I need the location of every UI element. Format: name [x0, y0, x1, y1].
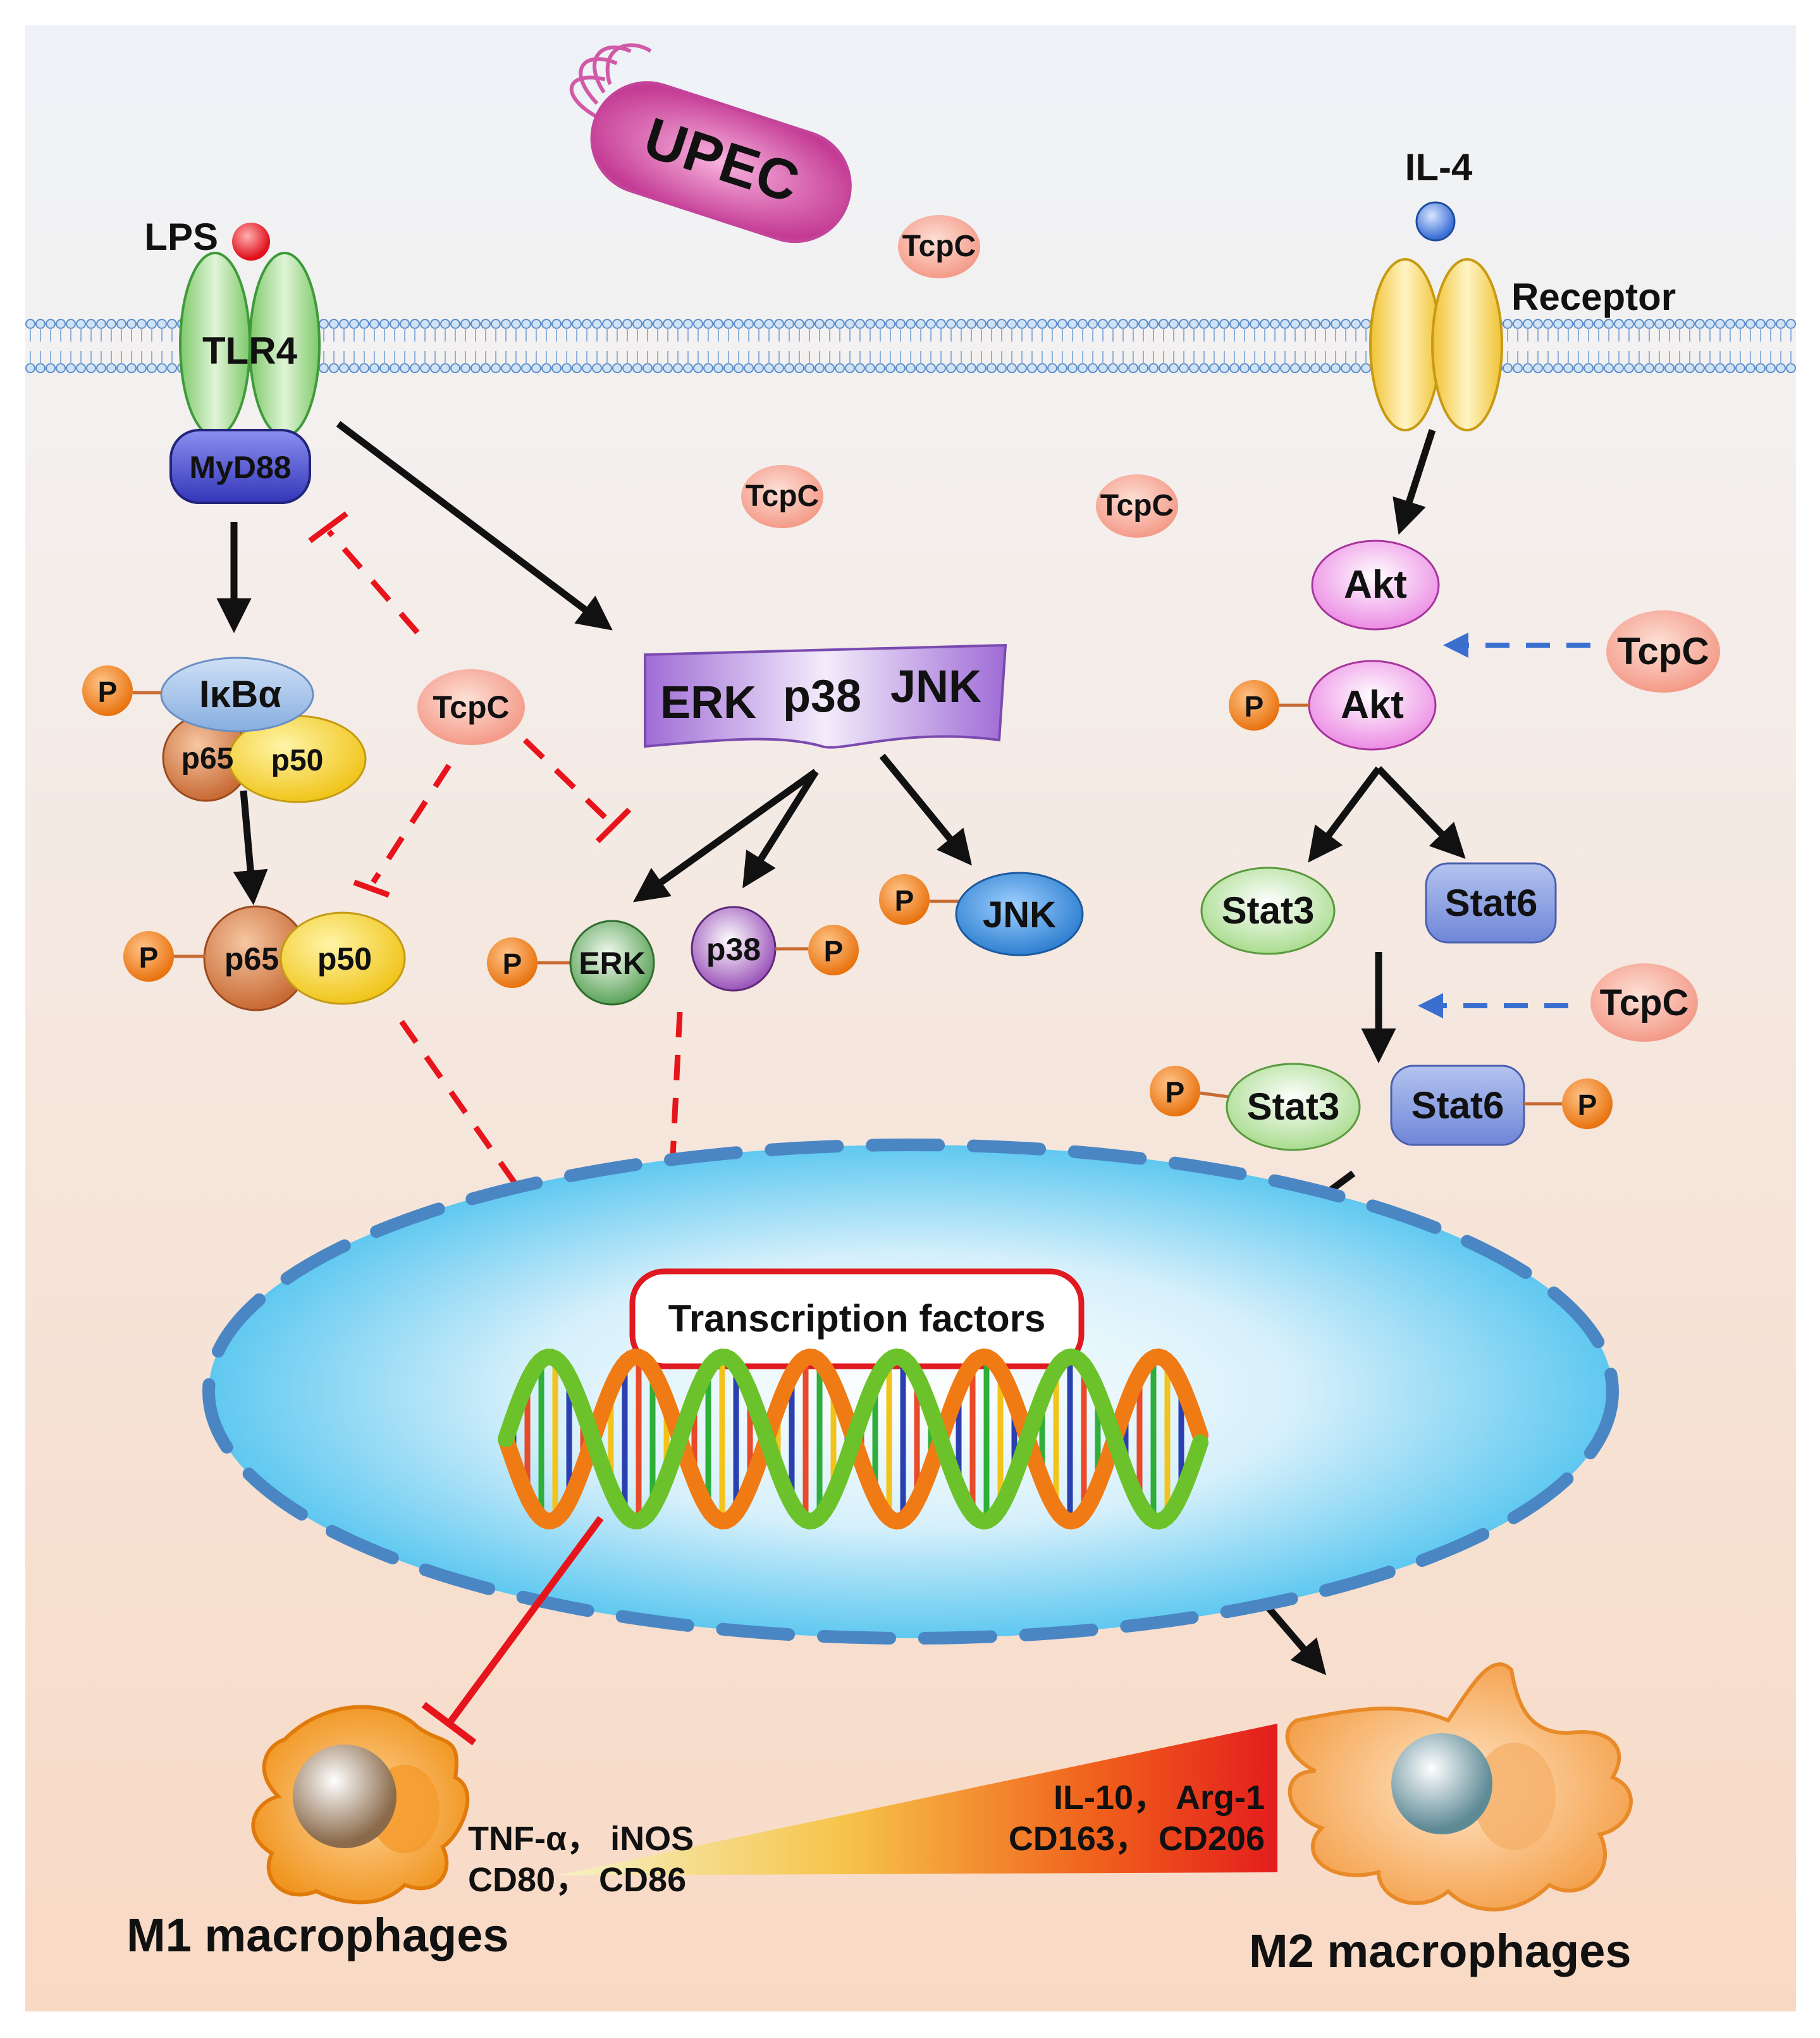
akt: Akt — [1311, 540, 1440, 631]
svg-text:p65: p65 — [181, 742, 234, 775]
svg-text:Stat3: Stat3 — [1222, 889, 1315, 932]
svg-text:Transcription factors: Transcription factors — [668, 1297, 1046, 1340]
p65p50-inhibits-tf — [399, 1020, 575, 1267]
lps-ligand — [232, 223, 270, 261]
phospho-stat6: Stat6 P — [1390, 1065, 1613, 1146]
tcpc-inhibits-myd88 — [326, 529, 420, 634]
m1-markers-line2: CD80， CD86 — [468, 1861, 686, 1899]
dna-inhibits-m1 — [421, 1516, 604, 1746]
m2-macrophage — [1285, 1662, 1633, 1911]
tcpc-akt: TcpC — [1606, 610, 1720, 693]
m2-markers-line1: IL-10， Arg-1 — [1054, 1779, 1265, 1817]
arrow-mapk-to-jnk — [879, 753, 972, 866]
svg-text:TcpC: TcpC — [746, 479, 819, 513]
svg-text:TcpC: TcpC — [433, 689, 509, 725]
myd88-adapter: MyD88 — [169, 429, 311, 504]
tcpc-stat: TcpC — [1590, 963, 1698, 1042]
arrow-mapk-to-p38 — [742, 770, 819, 889]
phospho-jnk: P JNK — [879, 872, 1084, 956]
upec-bacterium: UPEC — [569, 43, 852, 244]
svg-text:JNK: JNK — [983, 894, 1056, 936]
svg-text:p38: p38 — [706, 932, 761, 967]
arrow-ikba-to-p65p50 — [233, 790, 268, 905]
il4-ligand — [1415, 201, 1456, 242]
arrow-akt-to-stat6 — [1376, 766, 1466, 859]
svg-text:TcpC: TcpC — [1617, 630, 1709, 672]
tcpc-inhibition-lines — [326, 529, 683, 1267]
svg-text:Stat3: Stat3 — [1247, 1085, 1340, 1128]
ikba-complex: IκBα p65 p50 P — [82, 657, 367, 803]
nucleus — [202, 1139, 1619, 1645]
svg-text:P: P — [824, 935, 844, 968]
myd88-label: MyD88 — [189, 450, 291, 485]
svg-text:Akt: Akt — [1344, 563, 1407, 607]
svg-text:P: P — [503, 948, 522, 980]
stat3: Stat3 — [1200, 867, 1336, 955]
svg-text:P: P — [139, 941, 159, 974]
ikba-label: IκBα — [199, 673, 281, 715]
svg-text:TcpC: TcpC — [1600, 982, 1689, 1023]
svg-text:p65: p65 — [224, 941, 279, 977]
m2-label: M2 macrophages — [1249, 1925, 1632, 1977]
receptor-label: Receptor — [1511, 276, 1676, 318]
svg-text:Stat6: Stat6 — [1445, 882, 1538, 924]
phospho-akt: Akt P — [1229, 660, 1437, 751]
mapk-complex: ERK p38 JNK — [644, 643, 1007, 749]
phospho-stat3: P Stat3 — [1150, 1063, 1361, 1151]
arrow-receptor-to-akt — [1393, 429, 1436, 535]
svg-text:Stat6: Stat6 — [1411, 1084, 1504, 1127]
svg-text:P: P — [98, 676, 118, 708]
il4-receptor — [1369, 258, 1503, 431]
m1-label: M1 macrophages — [126, 1909, 509, 1961]
svg-text:P: P — [895, 884, 914, 917]
svg-text:p50: p50 — [317, 941, 372, 977]
marker-gradient-wedge — [556, 1724, 1277, 1875]
phospho-erk: P ERK — [487, 920, 655, 1006]
il4-label: IL-4 — [1405, 146, 1473, 188]
phospho-p65-p50: p65 p50 P — [123, 905, 406, 1011]
tcpc-inhibits-p65p50 — [371, 763, 452, 884]
svg-text:ERK: ERK — [660, 677, 756, 728]
svg-text:TcpC: TcpC — [902, 230, 976, 263]
tcpc-blue-arrows — [1418, 633, 1590, 1018]
phospho-p38: p38 P — [691, 906, 859, 992]
arrow-tlr4-to-mapk — [336, 421, 613, 631]
transcription-factors-box: Transcription factors — [629, 1268, 1085, 1369]
svg-text:JNK: JNK — [890, 662, 981, 712]
svg-text:ERK: ERK — [579, 946, 646, 981]
tcpc-free-2: TcpC — [741, 465, 823, 528]
tcpc-free-3: TcpC — [1096, 474, 1178, 538]
svg-text:p50: p50 — [271, 744, 324, 777]
svg-text:Akt: Akt — [1341, 683, 1404, 727]
tcpc-center: TcpC — [417, 669, 525, 745]
lps-label: LPS — [144, 216, 218, 258]
svg-text:TcpC: TcpC — [1100, 489, 1174, 522]
p38-inhibits-tf — [667, 1011, 683, 1209]
tcpc-inhibits-erk — [522, 738, 616, 828]
tcpc-free-1: TcpC — [898, 215, 980, 278]
dna-helix — [498, 1348, 1208, 1530]
svg-text:p38: p38 — [783, 671, 861, 722]
arrow-akt-to-stat3 — [1308, 766, 1382, 863]
stat6: Stat6 — [1425, 862, 1557, 944]
svg-text:P: P — [1578, 1089, 1597, 1121]
m1-markers-line1: TNF-α， iNOS — [468, 1820, 694, 1858]
m1-macrophage — [251, 1705, 470, 1905]
arrow-mapk-to-erk — [633, 769, 818, 903]
svg-text:P: P — [1245, 690, 1264, 723]
m2-markers-line2: CD163， CD206 — [1009, 1820, 1265, 1858]
svg-text:P: P — [1165, 1076, 1185, 1109]
tlr4-label: TLR4 — [202, 330, 298, 372]
